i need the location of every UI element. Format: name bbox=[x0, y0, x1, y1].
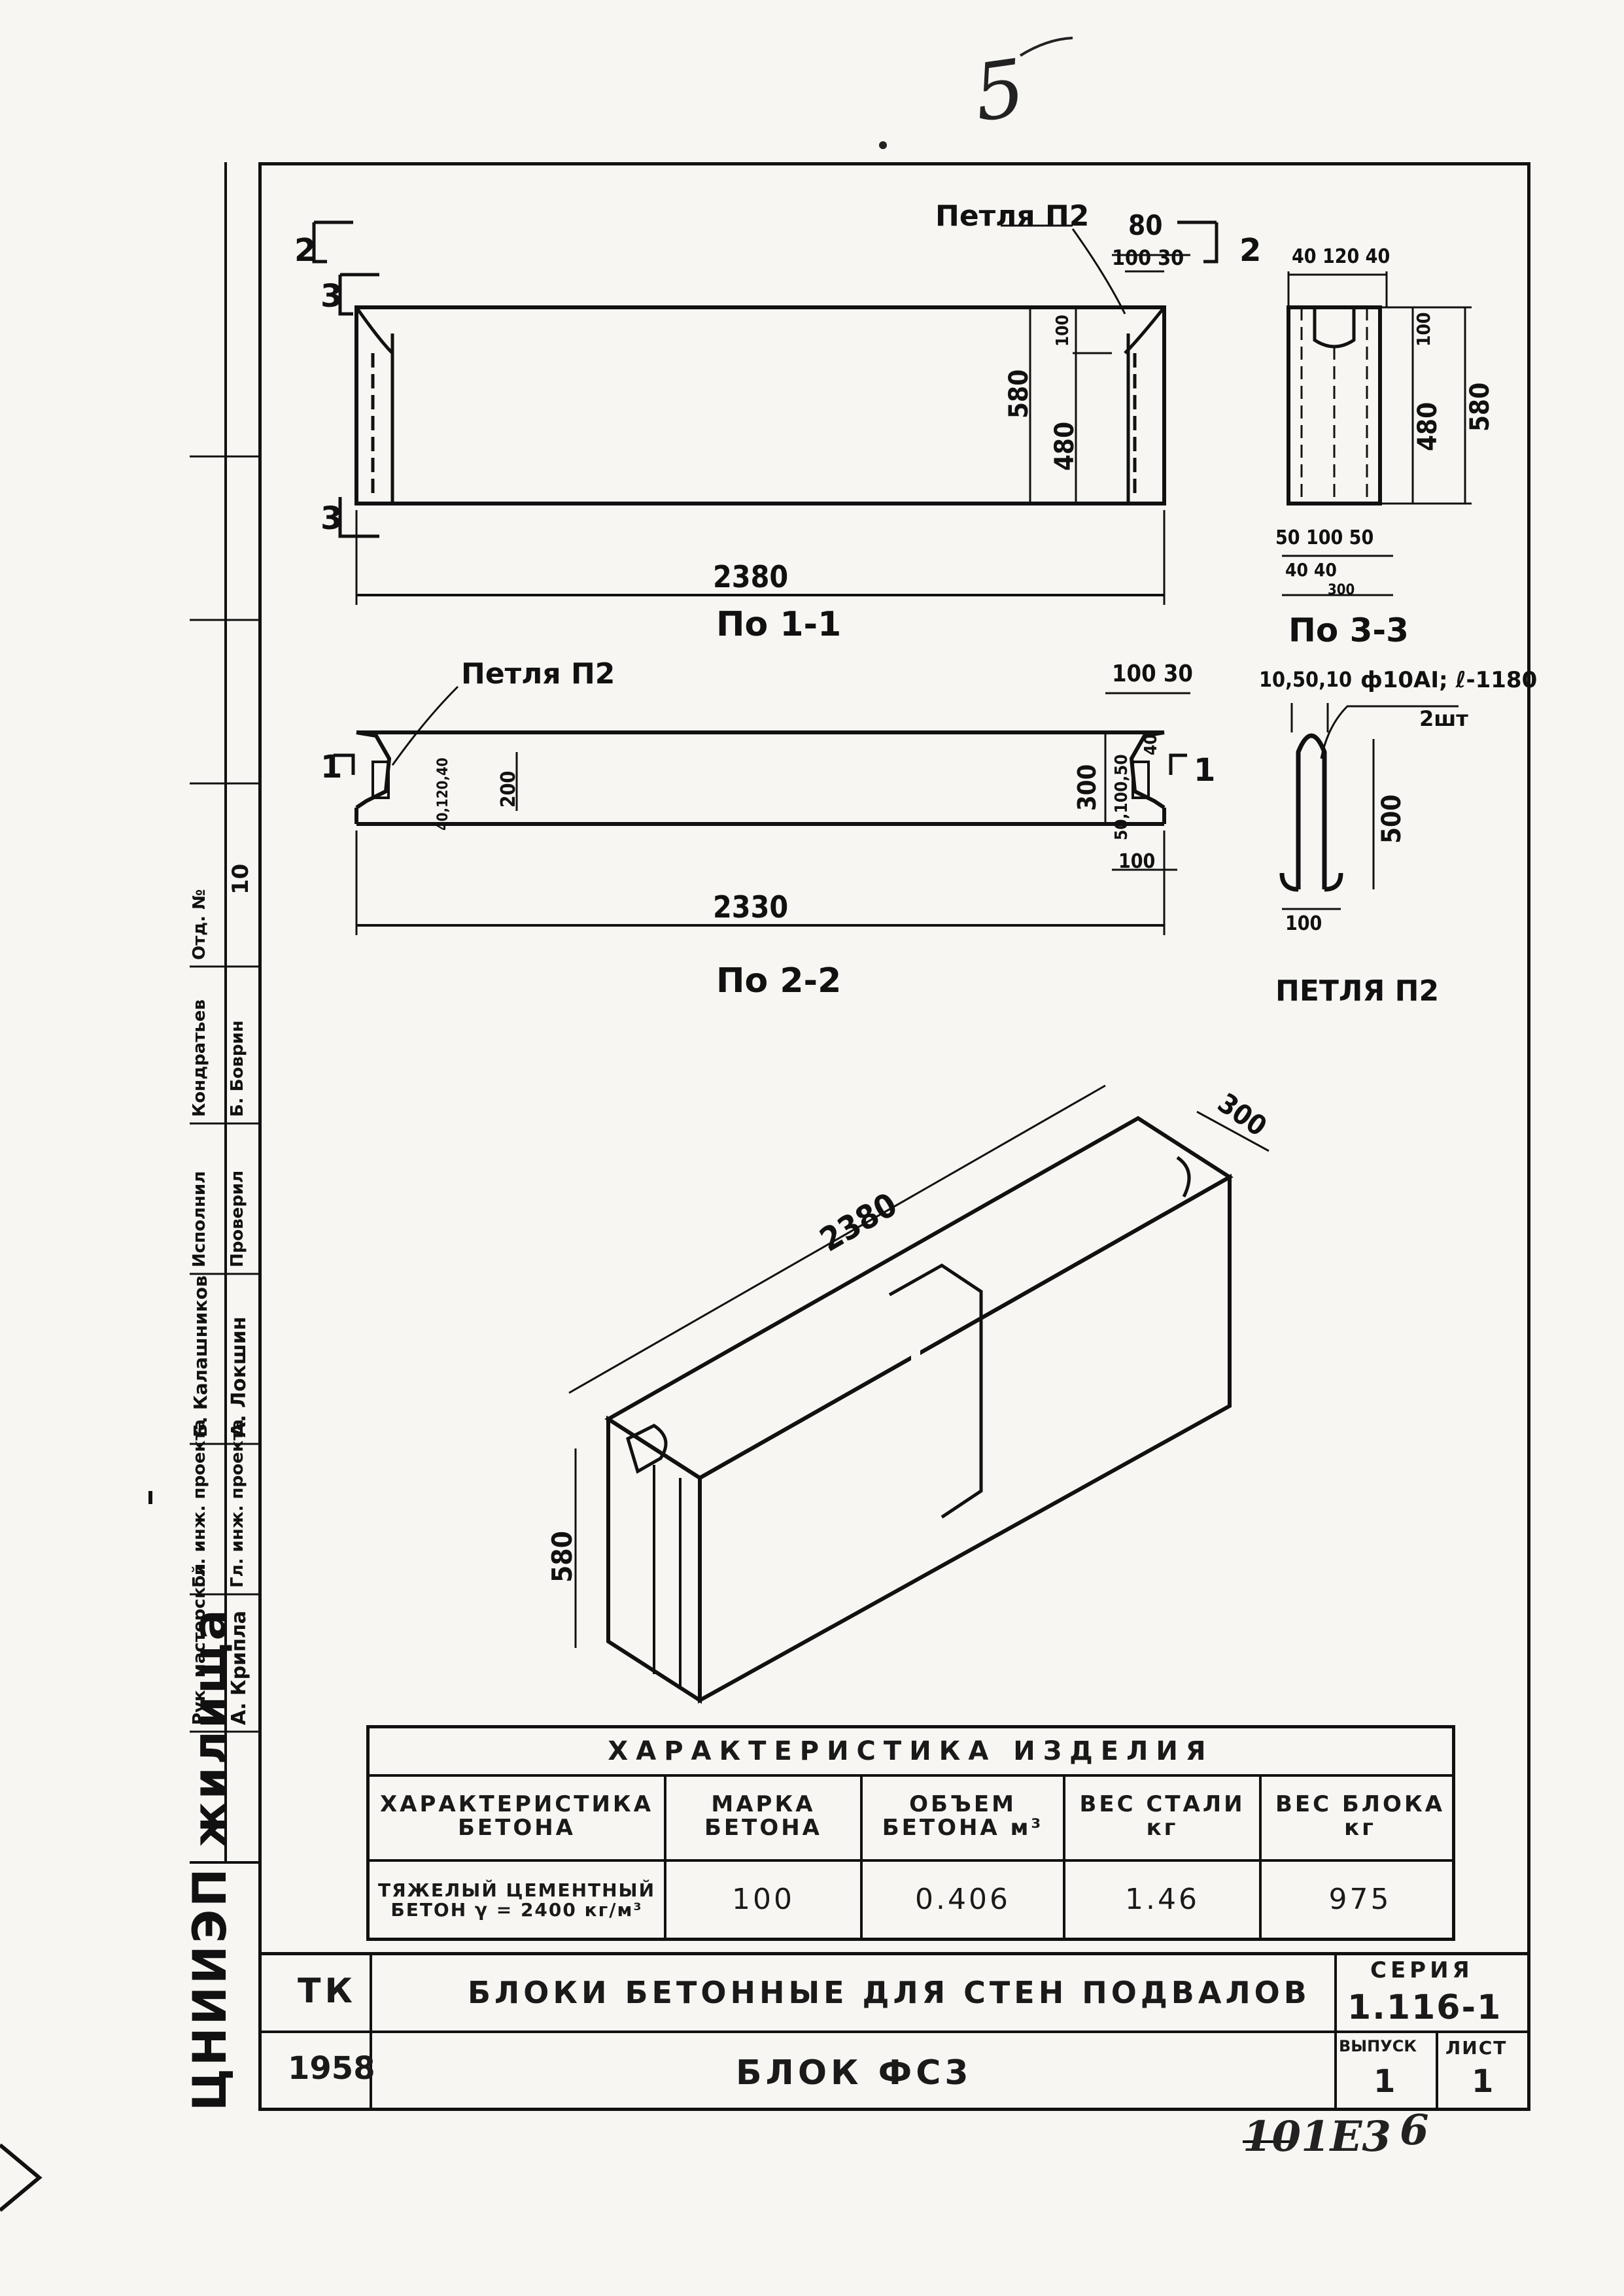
tb-series-value: 1.116-1 bbox=[1347, 1988, 1502, 2027]
section-2-2-block bbox=[354, 730, 1166, 826]
dim-10-50-10: 10,50,10 bbox=[1259, 667, 1353, 692]
iso-dim-580: 580 bbox=[546, 1531, 578, 1583]
dim-40-120-40: 40 120 40 bbox=[1292, 245, 1391, 268]
dim-580-s3: 580 bbox=[1465, 382, 1495, 432]
section-3-3-title: По 3-3 bbox=[1288, 611, 1409, 649]
stamp-column: ЦНИИЭП жилища Рук. мастерской А. Крипла … bbox=[183, 162, 262, 2111]
tb-top-line bbox=[258, 1952, 1530, 1955]
char-value-concrete-type: ТЯЖЕЛЫЙ ЦЕМЕНТНЫЙ БЕТОН γ = 2400 кг/м³ bbox=[377, 1879, 656, 1921]
rebar-spec: ф10АІ; ℓ-1180 bbox=[1360, 667, 1538, 693]
section-mark-2-right: 2 bbox=[1239, 232, 1262, 269]
dim-580-s1: 580 bbox=[1004, 369, 1034, 419]
tb-year: 1958 bbox=[288, 2050, 375, 2087]
dim-500: 500 bbox=[1377, 794, 1407, 844]
section-1-1-title: По 1-1 bbox=[716, 605, 842, 644]
loop-label-mid: Петля П2 bbox=[461, 657, 615, 691]
char-value-concrete-volume: 0.406 bbox=[860, 1859, 1063, 1941]
dim-300-s3: 300 bbox=[1328, 582, 1355, 598]
char-header-block-weight: ВЕС БЛОКА кг bbox=[1259, 1774, 1459, 1859]
tb-mid-line bbox=[258, 2030, 1530, 2033]
dim-40-40: 40 40 bbox=[1285, 559, 1337, 581]
tb-sheet-value: 1 bbox=[1472, 2063, 1498, 2100]
dim-50-100-50: 50 100 50 bbox=[1275, 526, 1374, 549]
dim-480-s3: 480 bbox=[1413, 402, 1443, 451]
tb-issue-divider bbox=[1436, 2030, 1438, 2111]
char-table-data-row: ТЯЖЕЛЫЙ ЦЕМЕНТНЫЙ БЕТОН γ = 2400 кг/м³ 1… bbox=[370, 1859, 1452, 1941]
char-value-steel-weight: 1.46 bbox=[1063, 1859, 1259, 1941]
loop-p2-shape bbox=[1279, 733, 1343, 892]
dim-50-100-50-b: 50,100,50 bbox=[1112, 754, 1132, 840]
dim-100-loop: 100 bbox=[1285, 912, 1322, 935]
char-value-concrete-grade: 100 bbox=[664, 1859, 860, 1941]
loop-title: ПЕТЛЯ П2 bbox=[1275, 974, 1440, 1008]
dim-200: 200 bbox=[497, 770, 520, 808]
section-2-2-title: По 2-2 bbox=[716, 961, 842, 1001]
dim-2330: 2330 bbox=[713, 889, 789, 925]
loop-label-top: Петля П2 bbox=[935, 199, 1090, 233]
dim-80: 80 bbox=[1128, 209, 1163, 241]
dim-40-s2: 40 bbox=[1141, 734, 1161, 755]
isometric-block bbox=[604, 1116, 1234, 1704]
char-header-steel-weight: ВЕС СТАЛИ кг bbox=[1063, 1774, 1259, 1859]
tb-series-label: СЕРИЯ bbox=[1370, 1957, 1474, 1983]
product-characteristics-table: ХАРАКТЕРИСТИКА ИЗДЕЛИЯ ХАРАКТЕРИСТИКА БЕ… bbox=[366, 1725, 1455, 1941]
tb-series-divider bbox=[1334, 1952, 1337, 2111]
title-block: ТК 1958 БЛОКИ БЕТОННЫЕ ДЛЯ СТЕН ПОДВАЛОВ… bbox=[258, 1952, 1530, 2111]
char-value-block-weight: 975 bbox=[1259, 1859, 1459, 1941]
section-3-3-block bbox=[1287, 305, 1382, 505]
section-mark-3-top: 3 bbox=[320, 278, 343, 315]
tb-code: ТК bbox=[298, 1972, 356, 2011]
char-header-concrete-volume: ОБЪЕМ БЕТОНА м³ bbox=[860, 1774, 1063, 1859]
sheet-handnote: 6 bbox=[1400, 2106, 1429, 2155]
stamp-grid bbox=[190, 162, 262, 1864]
archive-number: 101Е3 bbox=[1243, 2112, 1391, 2161]
dim-480-s1: 480 bbox=[1050, 421, 1080, 471]
char-table-title-row: ХАРАКТЕРИСТИКА ИЗДЕЛИЯ bbox=[370, 1728, 1452, 1777]
dim-2380-s1: 2380 bbox=[713, 559, 789, 594]
tb-issue-label: ВЫПУСК bbox=[1339, 2037, 1417, 2055]
tb-title: БЛОКИ БЕТОННЫЕ ДЛЯ СТЕН ПОДВАЛОВ bbox=[468, 1975, 1311, 2010]
tb-sheet-label: ЛИСТ bbox=[1445, 2037, 1508, 2059]
section-mark-2-left: 2 bbox=[294, 232, 317, 269]
section-1-1-block bbox=[354, 305, 1166, 505]
tb-subtitle: БЛОК ФС3 bbox=[736, 2053, 973, 2093]
dim-100-30-mid: 100 30 bbox=[1112, 660, 1193, 687]
dim-100-s2-bottom: 100 bbox=[1118, 850, 1156, 873]
section-mark-1-right: 1 bbox=[1194, 752, 1216, 789]
dim-100-s1: 100 bbox=[1053, 315, 1073, 347]
char-table-title: ХАРАКТЕРИСТИКА ИЗДЕЛИЯ bbox=[608, 1736, 1214, 1766]
drawing-frame bbox=[258, 162, 1530, 2111]
char-header-concrete-grade: МАРКА БЕТОНА bbox=[664, 1774, 860, 1859]
dim-40-120-40-b: 40,120,40 bbox=[435, 757, 451, 831]
dim-100-s3: 100 bbox=[1413, 312, 1434, 347]
tb-code-divider bbox=[370, 1952, 372, 2111]
char-table-header-row: ХАРАКТЕРИСТИКА БЕТОНА МАРКА БЕТОНА ОБЪЕМ… bbox=[370, 1774, 1452, 1862]
dim-300-s2: 300 bbox=[1073, 764, 1101, 811]
rebar-qty: 2шт bbox=[1419, 706, 1468, 731]
char-header-concrete-type: ХАРАКТЕРИСТИКА БЕТОНА bbox=[379, 1791, 654, 1841]
section-mark-1-left: 1 bbox=[320, 749, 343, 785]
dim-100-30-top: 100 30 bbox=[1112, 245, 1184, 270]
section-mark-3-bottom: 3 bbox=[320, 500, 343, 537]
tb-issue-value: 1 bbox=[1373, 2063, 1400, 2100]
